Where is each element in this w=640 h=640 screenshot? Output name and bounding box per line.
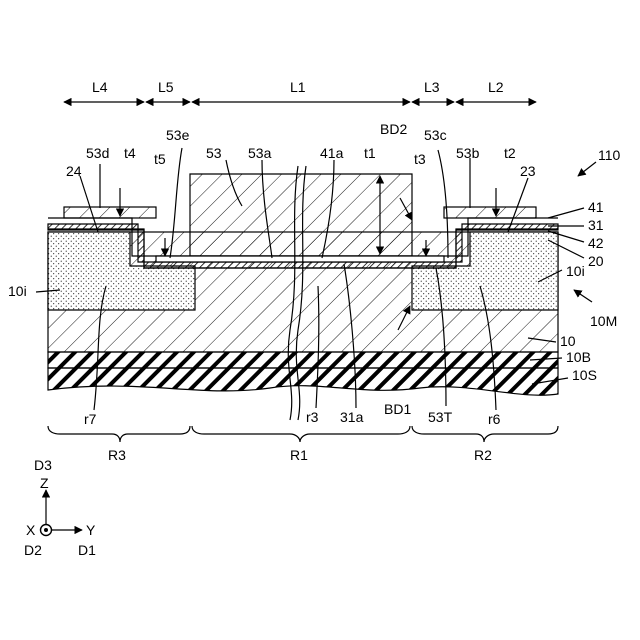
axis-label-y: Y <box>86 522 96 538</box>
label-42: 42 <box>588 235 604 251</box>
label-10i-right: 10i <box>566 263 585 279</box>
label-41a: 41a <box>320 145 344 161</box>
label-r6: r6 <box>488 411 501 427</box>
label-t3: t3 <box>414 151 426 167</box>
axis-label-d1: D1 <box>78 542 96 558</box>
label-region-r2: R2 <box>474 447 492 463</box>
brace-r3 <box>48 426 190 442</box>
label-region-r3: R3 <box>108 447 126 463</box>
axis-label-d3: D3 <box>34 457 52 473</box>
label-10m: 10M <box>590 313 617 329</box>
buffer-layer-10b <box>48 352 558 368</box>
label-110: 110 <box>598 147 621 163</box>
label-t2: t2 <box>504 145 516 161</box>
axis-label-z: Z <box>40 475 49 491</box>
electrode-53-stem <box>156 256 444 262</box>
electrode-53 <box>190 174 412 256</box>
arrow-110 <box>578 162 596 176</box>
label-bd2: BD2 <box>380 121 407 137</box>
label-t4: t4 <box>124 145 136 161</box>
label-10: 10 <box>560 333 576 349</box>
brace-r2 <box>412 426 558 442</box>
label-31: 31 <box>588 217 604 233</box>
dim-label-l2: L2 <box>488 79 504 95</box>
label-20: 20 <box>588 253 604 269</box>
electrode-53d <box>64 207 156 218</box>
label-10b: 10B <box>566 349 591 365</box>
label-10s: 10S <box>572 367 597 383</box>
label-53d: 53d <box>86 145 109 161</box>
arrow-10m <box>574 290 592 302</box>
label-53a: 53a <box>248 145 272 161</box>
axis-label-d2: D2 <box>24 542 42 558</box>
label-23: 23 <box>520 163 536 179</box>
label-r7: r7 <box>84 411 97 427</box>
label-region-r1: R1 <box>290 447 308 463</box>
leader-41 <box>548 208 584 218</box>
substrate-10s <box>48 368 558 395</box>
label-53b: 53b <box>456 145 480 161</box>
label-24: 24 <box>66 163 82 179</box>
brace-r1 <box>192 426 410 442</box>
dim-label-l1: L1 <box>290 79 306 95</box>
dim-label-l3: L3 <box>424 79 440 95</box>
label-r3: r3 <box>306 409 319 425</box>
label-53t: 53T <box>428 409 453 425</box>
coordinate-axes <box>41 490 83 536</box>
electrode-53b <box>444 207 536 218</box>
label-10i-left: 10i <box>8 283 27 299</box>
dim-label-l5: L5 <box>158 79 174 95</box>
label-31a: 31a <box>340 409 364 425</box>
label-53e: 53e <box>166 127 190 143</box>
label-t1: t1 <box>364 145 376 161</box>
label-bd1: BD1 <box>384 401 411 417</box>
label-t5: t5 <box>154 151 166 167</box>
label-53c: 53c <box>424 127 447 143</box>
axis-label-x: X <box>26 522 36 538</box>
label-53: 53 <box>206 145 222 161</box>
dim-label-l4: L4 <box>92 79 108 95</box>
label-41: 41 <box>588 199 604 215</box>
